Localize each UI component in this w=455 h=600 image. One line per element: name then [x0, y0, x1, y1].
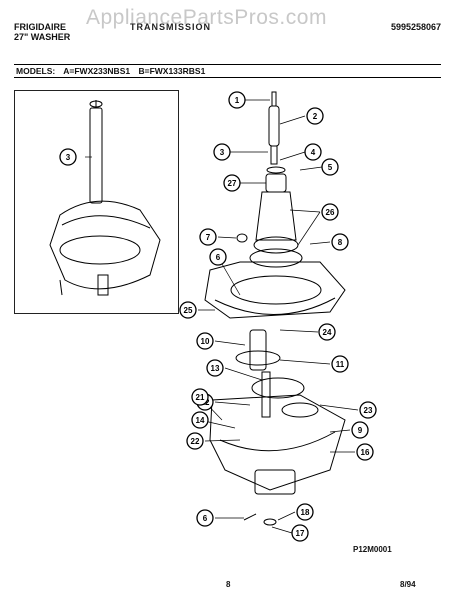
- svg-text:21: 21: [196, 393, 205, 402]
- callout-5: 5: [321, 158, 339, 176]
- gear-case-cover: [204, 261, 346, 319]
- callout-27: 27: [223, 174, 241, 192]
- svg-text:23: 23: [364, 406, 373, 415]
- callout-3: 3: [213, 143, 231, 161]
- header-rule-top: [14, 64, 441, 65]
- model-a: A=FWX233NBS1: [63, 66, 131, 76]
- watermark: AppliancePartsPros.com: [86, 6, 327, 29]
- callout-3-inset: 3: [59, 148, 77, 166]
- svg-text:3: 3: [220, 148, 225, 157]
- svg-text:17: 17: [296, 529, 305, 538]
- svg-text:7: 7: [206, 233, 211, 242]
- callout-17: 17: [291, 524, 309, 542]
- svg-text:16: 16: [361, 448, 370, 457]
- callout-9: 9: [351, 421, 369, 439]
- svg-text:5: 5: [328, 163, 333, 172]
- inset-transmission: [49, 100, 161, 296]
- svg-text:2: 2: [313, 112, 318, 121]
- callout-18: 18: [296, 503, 314, 521]
- svg-text:25: 25: [184, 306, 193, 315]
- inset-frame: [14, 90, 179, 314]
- figure-code: P12M0001: [353, 545, 392, 554]
- svg-text:18: 18: [301, 508, 310, 517]
- svg-text:6: 6: [216, 253, 221, 262]
- svg-text:3: 3: [66, 153, 71, 162]
- svg-text:10: 10: [201, 337, 210, 346]
- part-number: 5995258067: [390, 22, 441, 32]
- models-label: MODELS:: [16, 66, 56, 76]
- header-rule-bottom: [14, 77, 441, 78]
- callout-1: 1: [228, 91, 246, 109]
- svg-text:1: 1: [235, 96, 240, 105]
- callout-2: 2: [306, 107, 324, 125]
- brand-label: FRIGIDAIRE: [14, 22, 67, 32]
- callout-26: 26: [321, 203, 339, 221]
- svg-text:14: 14: [196, 416, 205, 425]
- svg-text:11: 11: [336, 360, 345, 369]
- callout-24: 24: [318, 323, 336, 341]
- svg-text:13: 13: [211, 364, 220, 373]
- svg-text:4: 4: [311, 148, 316, 157]
- svg-text:27: 27: [228, 179, 237, 188]
- callout-10: 10: [196, 332, 214, 350]
- model-b: B=FWX133RBS1: [138, 66, 206, 76]
- callout-8: 8: [331, 233, 349, 251]
- callout-21: 21: [191, 388, 209, 406]
- svg-text:6: 6: [203, 514, 208, 523]
- callout-16: 16: [356, 443, 374, 461]
- svg-text:9: 9: [358, 426, 363, 435]
- callout-23: 23: [359, 401, 377, 419]
- leader-lines: [85, 99, 359, 534]
- gear-case-base: [209, 394, 346, 526]
- page-number: 8: [226, 580, 231, 589]
- callout-25: 25: [179, 301, 197, 319]
- svg-text:24: 24: [323, 328, 332, 337]
- svg-text:22: 22: [191, 437, 200, 446]
- revision-date: 8/94: [400, 580, 416, 589]
- gears: [235, 329, 319, 418]
- svg-text:8: 8: [338, 238, 343, 247]
- callout-7: 7: [199, 228, 217, 246]
- shaft-stack: [236, 91, 303, 268]
- svg-text:26: 26: [326, 208, 335, 217]
- product-label: 27" WASHER: [14, 32, 71, 42]
- callout-22: 22: [186, 432, 204, 450]
- callout-13: 13: [206, 359, 224, 377]
- section-title: TRANSMISSION: [130, 22, 212, 32]
- models-row: MODELS: A=FWX233NBS1 B=FWX133RBS1: [16, 66, 211, 76]
- callout-6-lower: 6: [196, 509, 214, 527]
- callout-6-upper: 6: [209, 248, 227, 266]
- callout-11: 11: [331, 355, 349, 373]
- callout-14: 14: [191, 411, 209, 429]
- callout-4: 4: [304, 143, 322, 161]
